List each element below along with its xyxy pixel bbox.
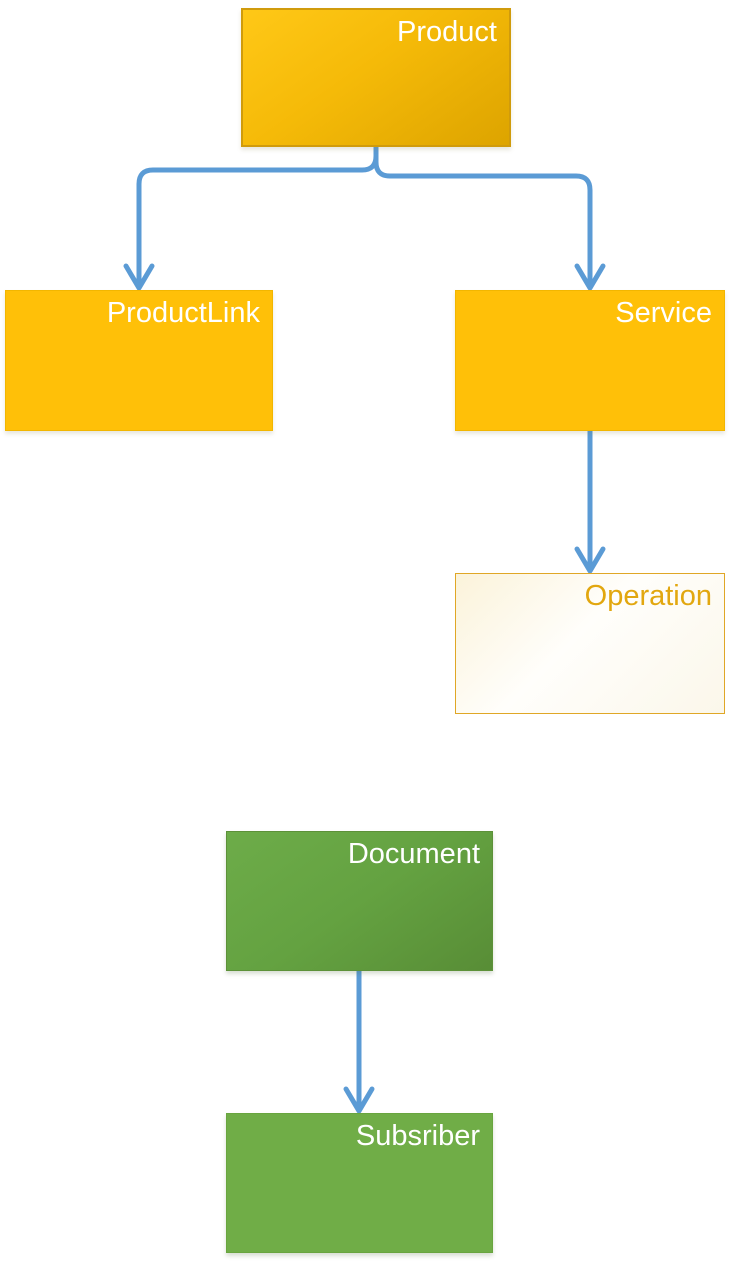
node-subscriber: Subsriber (226, 1113, 493, 1253)
arrowhead-operation-icon (574, 546, 606, 574)
node-document: Document (226, 831, 493, 971)
arrowhead-productlink-icon (123, 263, 155, 291)
connector-product-to-service (373, 147, 593, 284)
arrowhead-service-icon (574, 263, 606, 291)
node-service-label: Service (615, 297, 712, 329)
node-service: Service (455, 290, 725, 431)
node-product: Product (241, 8, 511, 147)
connector-product-to-productlink (136, 147, 379, 284)
node-subscriber-label: Subsriber (355, 1120, 480, 1152)
node-operation-label: Operation (584, 580, 712, 612)
node-productlink-label: ProductLink (106, 297, 260, 329)
node-document-label: Document (347, 838, 480, 870)
node-operation: Operation (455, 573, 725, 714)
node-product-label: Product (397, 16, 497, 48)
arrowhead-subscriber-icon (343, 1086, 375, 1114)
node-productlink: ProductLink (5, 290, 273, 431)
